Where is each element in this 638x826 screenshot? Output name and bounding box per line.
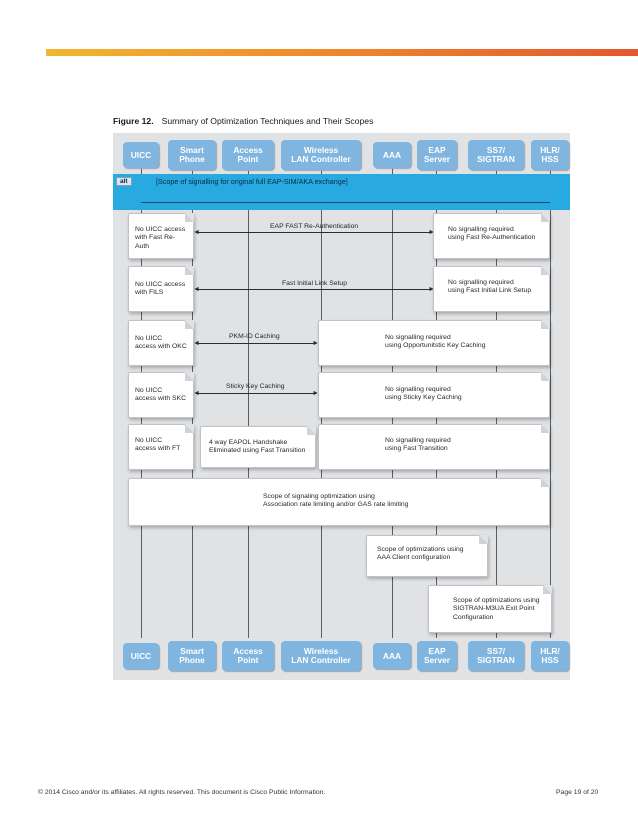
participant-label: Access [233,646,263,657]
participant-label: EAP [428,646,446,657]
scope-note-sigtran: Scope of optimizations using SIGTRAN-M3U… [428,585,552,633]
participant-label: Access [233,145,263,156]
right-note-fils: No signalling required using Fast Initia… [433,266,550,312]
alt-arrow [496,202,550,203]
lifeline-ap [248,168,249,638]
participant-ss7-bottom: SS7/SIGTRAN [468,641,524,671]
participant-label: Smart [180,646,204,657]
alt-arrow [321,202,392,203]
participant-label: UICC [130,650,152,661]
figure-title: Summary of Optimization Techniques and T… [161,116,374,126]
participant-label: EAP [428,145,446,156]
arrow-label: Fast Initial Link Setup [282,280,347,287]
participant-label: SS7/ [486,145,506,156]
arrow-skc: ◄► [193,390,319,397]
left-note-ft: No UICC access with FT [128,424,194,470]
participant-label: SS7/ [486,646,506,657]
arrowhead-left-icon: ◄ [193,390,200,397]
participant-label: Wireless [303,646,339,657]
alt-arrow [141,202,192,203]
alt-arrow [436,202,496,203]
arrowhead-left-icon: ◄ [193,229,200,236]
participant-label: SIGTRAN [477,154,515,164]
alt-label: [Scope of signalling for original full E… [156,177,348,186]
arrowhead-right-icon: ► [428,229,435,236]
participant-label: UICC [130,149,152,160]
participant-label: HSS [541,655,559,665]
participant-label: HSS [541,154,559,164]
participant-uicc-bottom: UICC [123,643,159,669]
alt-tag: alt [116,177,132,186]
scope-note-rate-limiting: Scope of signaling optimization using As… [128,478,550,526]
participant-label: Point [237,154,259,164]
copyright-notice: © 2014 Cisco and/or its affiliates. All … [38,789,326,796]
right-note-skc: No signalling required using Sticky Key … [318,372,550,418]
brand-gradient-bar [46,49,638,56]
participant-aaa-top: AAA [373,142,411,168]
right-note-okc: No signalling required using Opportunits… [318,320,550,366]
participant-label: Smart [180,145,204,156]
participant-label: HLR/ [540,646,560,657]
scope-note-aaa-client: Scope of optimizations using AAA Client … [366,535,488,577]
arrowhead-right-icon: ► [312,390,319,397]
arrow-fast-reauth: ◄► [193,229,435,236]
arrowhead-left-icon: ◄ [193,286,200,293]
participant-label: Phone [179,655,205,665]
participant-hlr-bottom: HLR/HSS [531,641,569,671]
left-note-fast-reauth: No UICC access with Fast Re-Auth [128,213,194,259]
arrowhead-left-icon: ◄ [193,340,200,347]
participant-aaa-bottom: AAA [373,643,411,669]
participant-uicc-top: UICC [123,142,159,168]
arrow-label: PKM-ID Caching [229,333,280,340]
left-note-okc: No UICC access with OKC [128,320,194,366]
alt-arrow [248,202,321,203]
arrowhead-right-icon: ► [428,286,435,293]
right-note-ft: No signalling required using Fast Transi… [318,424,550,470]
participant-label: LAN Controller [291,655,351,665]
participant-hlr-top: HLR/HSS [531,140,569,170]
left-note-skc: No UICC access with SKC [128,372,194,418]
participant-label: Server [423,154,451,164]
arrow-okc: ◄► [193,340,319,347]
alt-fragment: alt [Scope of signalling for original fu… [113,174,570,210]
alt-arrow [192,202,248,203]
participant-label: AAA [382,650,402,661]
left-note-fils: No UICC access with FILS [128,266,194,312]
figure-number: Figure 12. [113,116,154,126]
arrow-fils: ◄► [193,286,435,293]
participant-label: HLR/ [540,145,560,156]
participant-ss7-top: SS7/SIGTRAN [468,140,524,170]
participant-label: SIGTRAN [477,655,515,665]
right-note-fast-reauth: No signalling required using Fast Re-Aut… [433,213,550,259]
arrowhead-right-icon: ► [312,340,319,347]
alt-arrow [392,202,436,203]
figure-caption: Figure 12. Summary of Optimization Techni… [113,116,373,126]
participant-label: Wireless [303,145,339,156]
page-number: Page 19 of 20 [556,789,599,796]
participant-label: LAN Controller [291,154,351,164]
arrow-label: Sticky Key Caching [226,383,285,390]
participant-label: Phone [179,154,205,164]
lifeline-hlr [550,168,551,638]
participant-label: Server [423,655,451,665]
participant-label: AAA [382,149,402,160]
mid-note-ft: 4 way EAPOL Handshake Eliminated using F… [200,426,316,468]
arrow-label: EAP FAST Re-Authentication [270,223,359,230]
participant-label: Point [237,655,259,665]
